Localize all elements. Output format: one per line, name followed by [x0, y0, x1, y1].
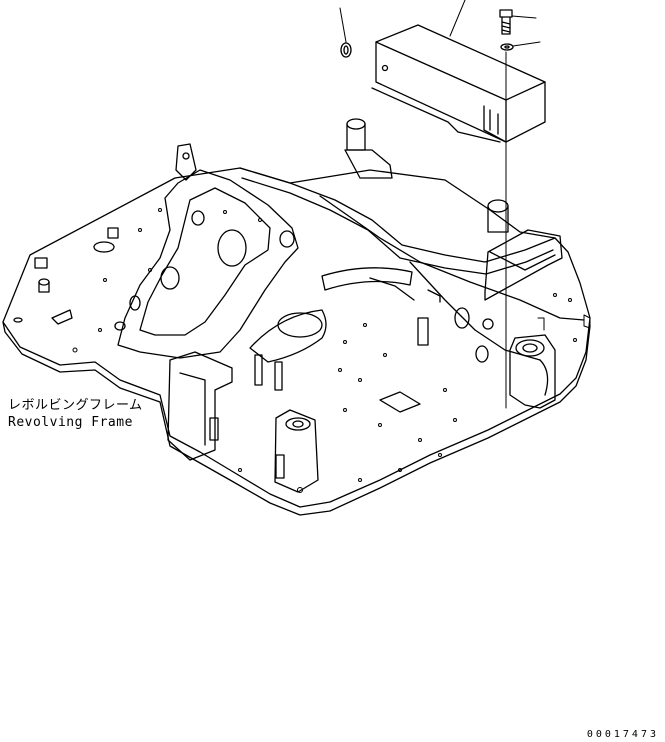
drawing-number: 00017473	[586, 729, 659, 740]
bolt-part	[499, 9, 513, 35]
front-center-box	[274, 409, 319, 493]
boom-bracket-left	[117, 169, 299, 359]
washer-part	[500, 43, 514, 51]
part-name-en: Revolving Frame	[8, 415, 133, 430]
right-mount	[509, 334, 556, 409]
part-name-jp: レボルビングフレーム	[8, 398, 143, 413]
seal-part	[340, 42, 352, 58]
leader-lines	[339, 0, 541, 409]
revolving-frame	[2, 118, 591, 516]
frame-base-plate	[2, 167, 591, 508]
part-label: レボルビングフレーム Revolving Frame	[8, 397, 143, 431]
cover-box	[371, 24, 546, 143]
front-left-box	[167, 351, 233, 461]
